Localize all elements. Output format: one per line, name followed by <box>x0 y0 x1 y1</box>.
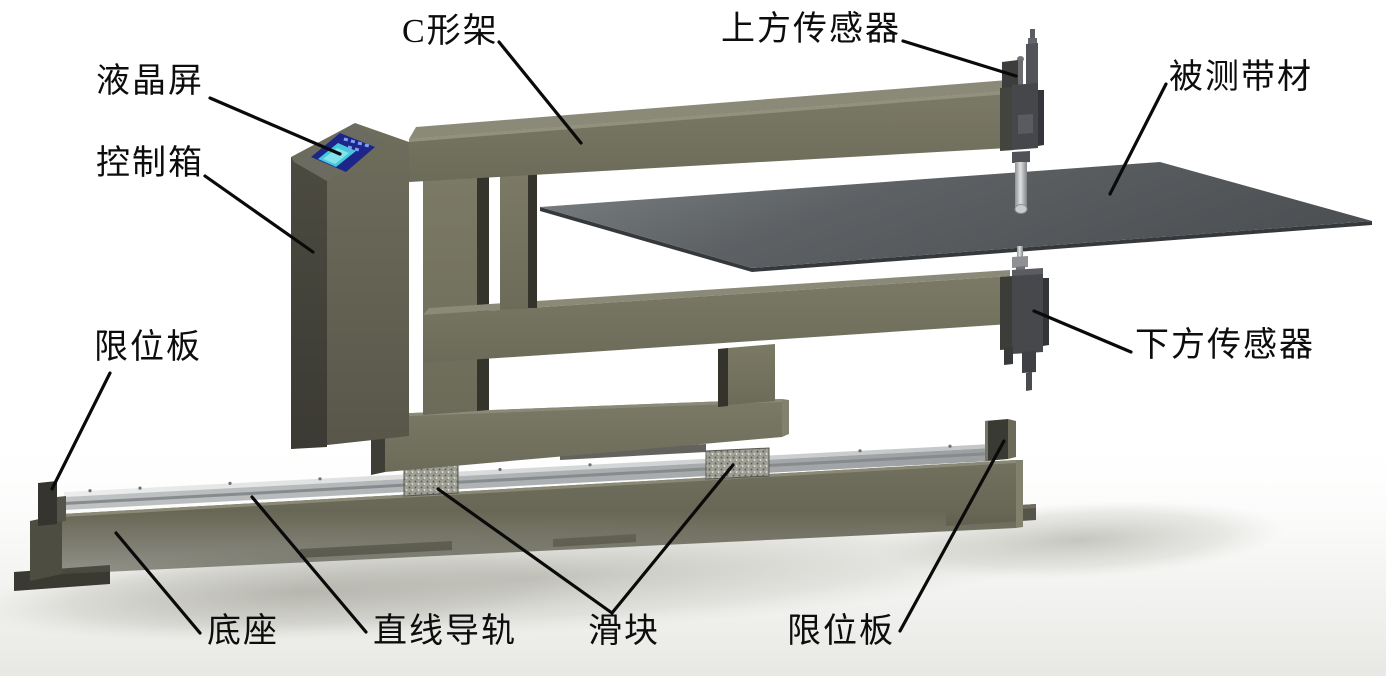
leader-slider-1 <box>436 487 614 615</box>
lower-sensor-shape <box>1000 246 1049 391</box>
carriage-beam-shape <box>371 399 789 475</box>
label-linear-guide: 直线导轨 <box>373 613 517 650</box>
leader-measured-strip <box>1108 82 1168 196</box>
limit-plate-left-shape <box>38 481 66 526</box>
control-box-shape <box>291 123 409 449</box>
leader-linear-guide <box>250 495 368 634</box>
label-lower-sensor: 下方传感器 <box>1135 327 1315 364</box>
base-front-face <box>62 460 1016 574</box>
upper-sensor-shape <box>1000 29 1044 214</box>
lower-probe <box>1017 246 1023 258</box>
leader-c-frame <box>497 40 583 145</box>
lcd-buttons <box>343 137 370 152</box>
leader-lcd-screen <box>208 96 342 156</box>
label-limit-plate-left: 限位板 <box>94 329 202 366</box>
c-frame-shape <box>409 80 1010 415</box>
leader-lower-sensor <box>1032 309 1133 354</box>
rail-bolt-holes <box>88 444 952 493</box>
slider-block-2 <box>705 447 770 480</box>
leader-control-box <box>203 174 315 254</box>
base-left-end <box>30 514 62 581</box>
label-limit-plate-right: 限位板 <box>787 613 895 650</box>
label-base: 底座 <box>207 613 279 650</box>
leader-limit-plate-left <box>50 371 112 491</box>
slider-blocks-shape <box>403 444 770 497</box>
base-right-end <box>1016 460 1023 528</box>
label-slider: 滑块 <box>588 613 660 650</box>
label-control-box: 控制箱 <box>96 145 204 182</box>
c-frame-column <box>423 176 477 415</box>
c-frame-strut-upper <box>500 174 537 310</box>
label-c-frame: C形架 <box>402 13 499 50</box>
base-shape <box>14 460 1036 591</box>
leader-base <box>114 531 202 635</box>
leader-slider-2 <box>610 463 735 615</box>
c-frame-lower-arm <box>423 276 1010 363</box>
label-measured-strip: 被测带材 <box>1169 59 1313 96</box>
c-frame-upper-arm <box>409 91 1008 182</box>
label-upper-sensor: 上方传感器 <box>721 11 901 48</box>
leader-upper-sensor <box>901 39 1018 78</box>
leader-lines <box>50 39 1168 635</box>
measured-strip-shape <box>540 162 1372 272</box>
limit-plate-right-shape <box>985 419 1016 461</box>
label-lcd-screen: 液晶屏 <box>96 63 204 100</box>
c-frame-strut-lower <box>728 344 775 405</box>
leader-limit-plate-right <box>898 439 1006 633</box>
upper-probe <box>1015 162 1027 207</box>
